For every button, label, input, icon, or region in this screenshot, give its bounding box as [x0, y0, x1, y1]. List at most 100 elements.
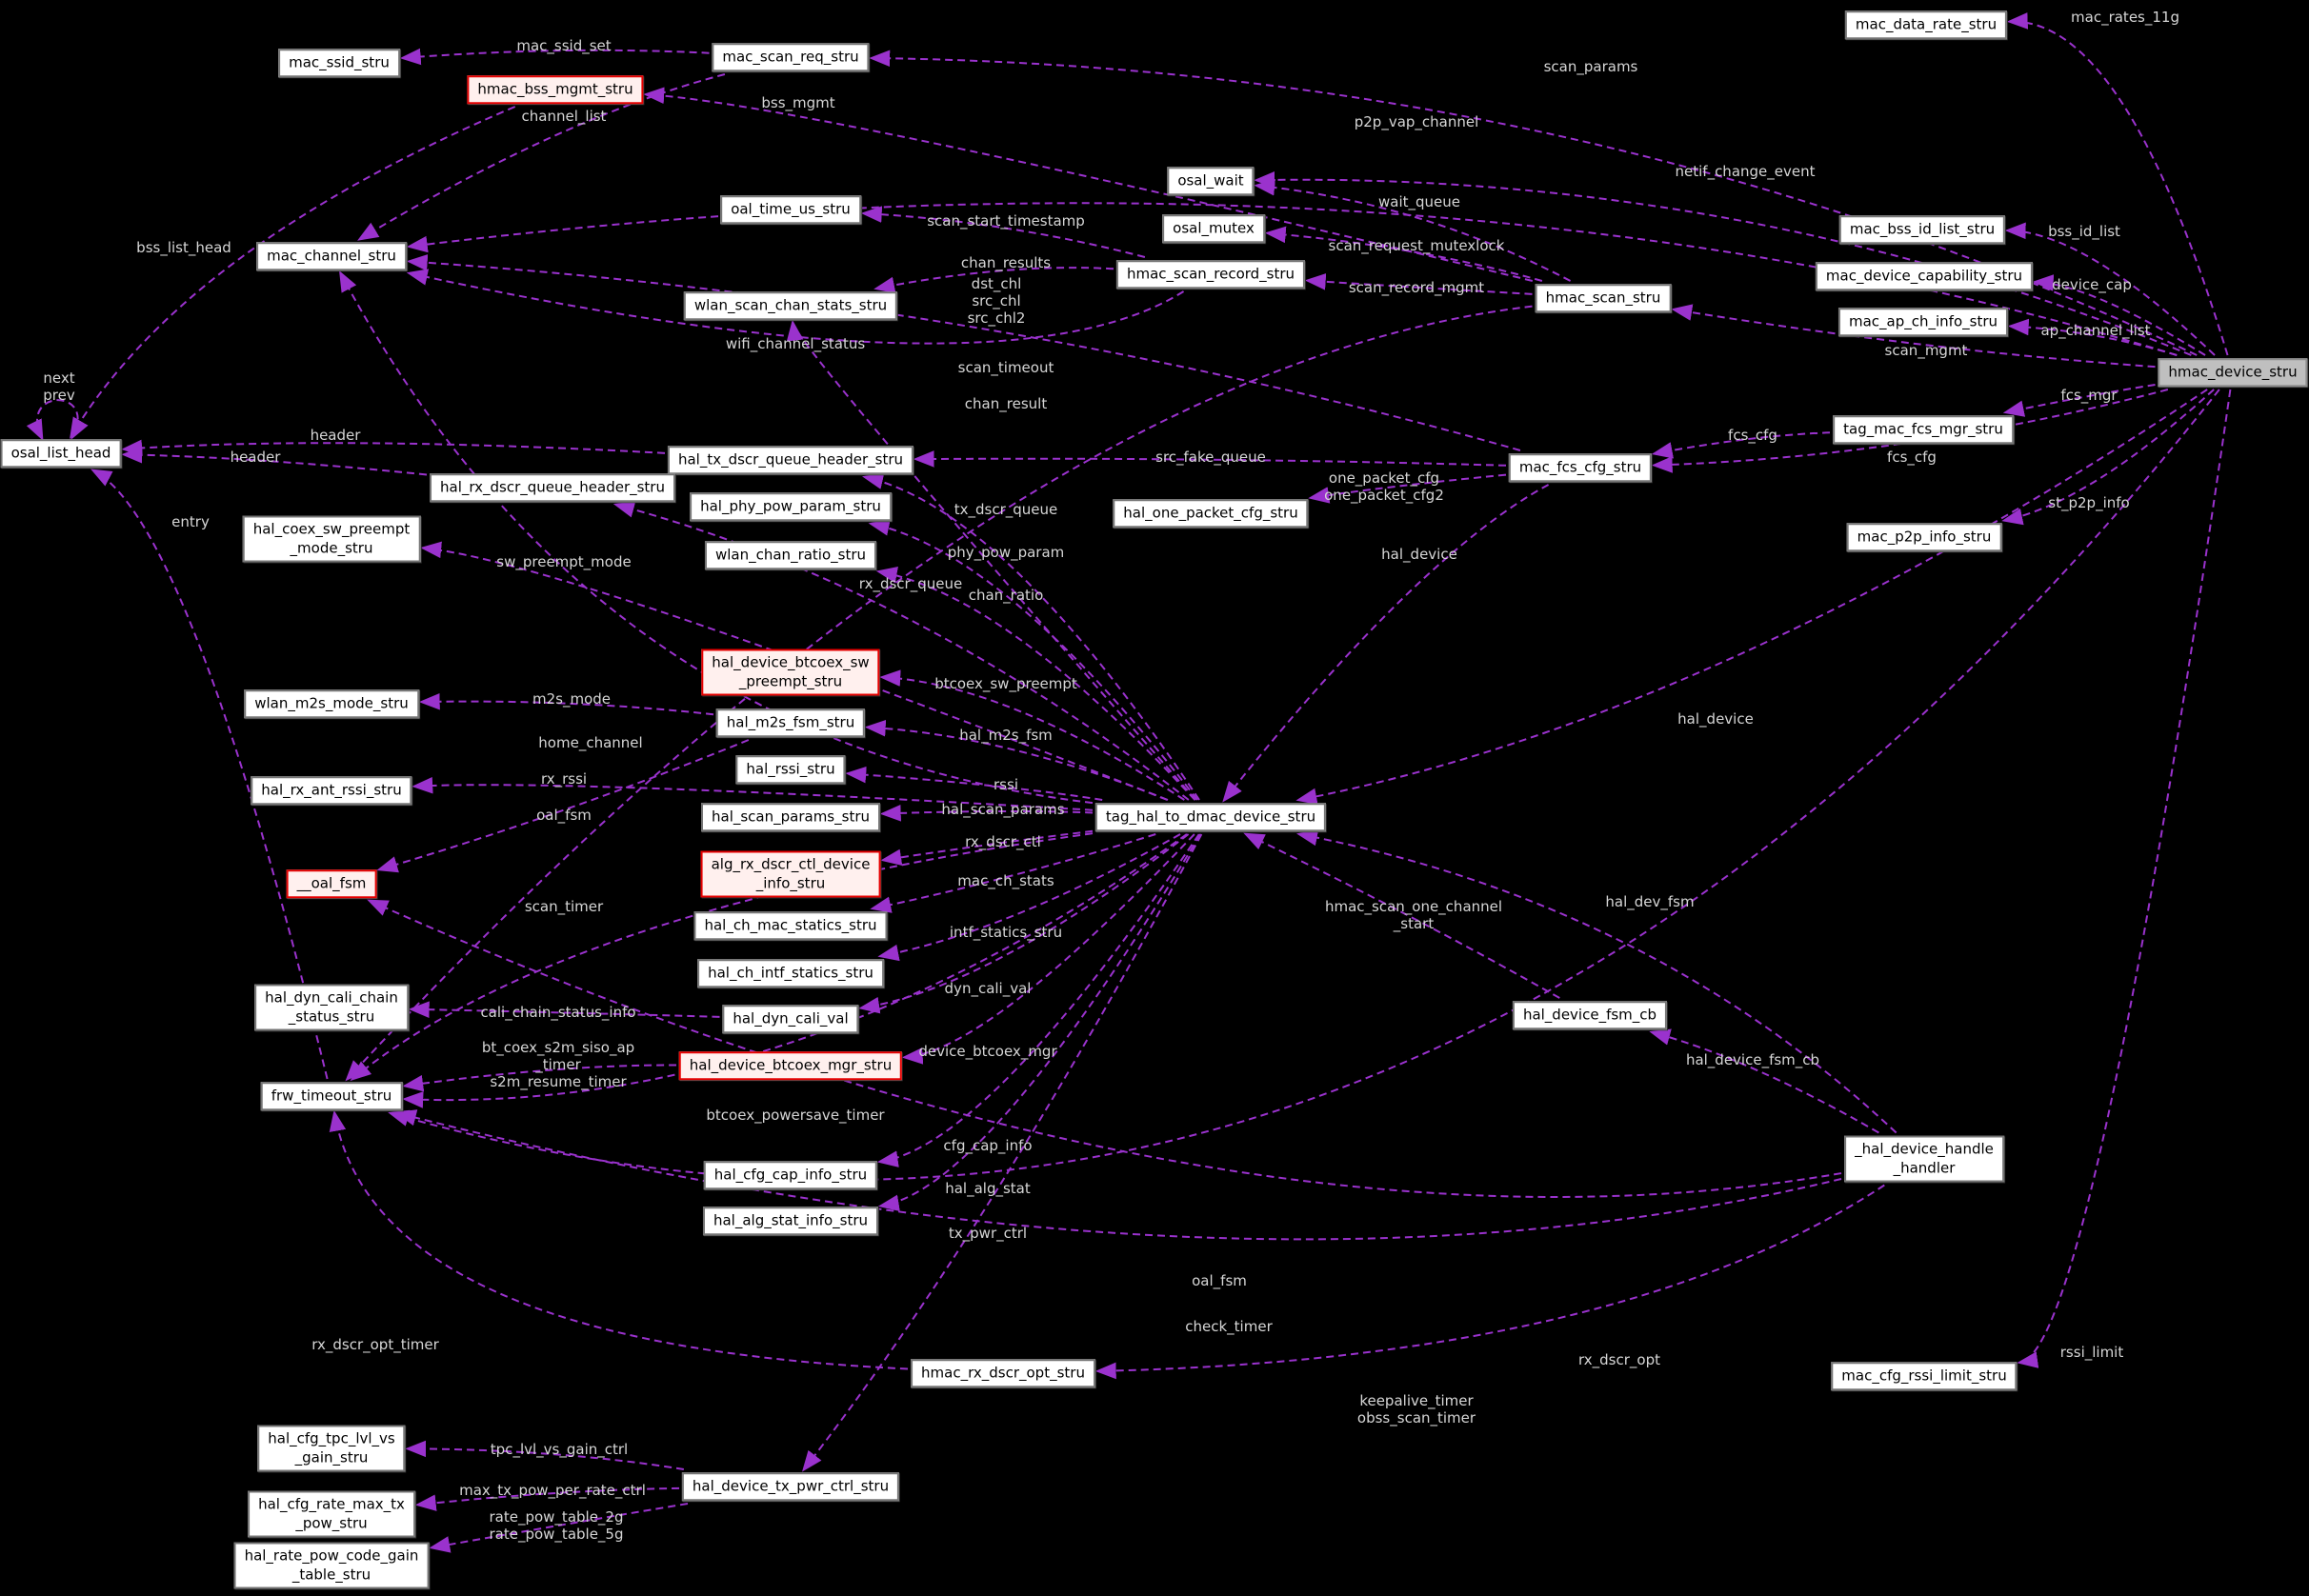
- node-__oal_fsm[interactable]: __oal_fsm: [286, 869, 377, 898]
- edge-label-hal_device_fsm_cb: hal_device_fsm_cb: [1685, 1051, 1820, 1068]
- node-mac_device_capability_stru[interactable]: mac_device_capability_stru: [1815, 262, 2034, 290]
- node-mac_p2p_info_stru[interactable]: mac_p2p_info_stru: [1846, 523, 2002, 551]
- edge-label-next-prev: next prev: [43, 369, 75, 404]
- edge-hmac_device_stru-to-mac_bss_id_list_stru: [2004, 222, 2216, 356]
- edge-label-tx_dscr_queue: tx_dscr_queue: [954, 501, 1058, 518]
- edge-label-hal_device: hal_device: [1381, 546, 1457, 563]
- node-hal_dyn_cali_chain_status_stru[interactable]: hal_dyn_cali_chain _status_stru: [254, 984, 409, 1031]
- edge-hmac_device_stru-to-tag_hal_to_dmac_device_stru: [1295, 389, 2208, 806]
- edge-hmac_scan_record_stru-to-oal_time_us_stru: [860, 206, 1146, 258]
- edge-label-ap_channel_list: ap_channel_list: [2040, 322, 2151, 339]
- node-hal_coex_sw_preempt_mode_stru[interactable]: hal_coex_sw_preempt _mode_stru: [242, 515, 421, 563]
- edge-label-bss_list_head: bss_list_head: [136, 239, 231, 256]
- node-hal_scan_params_stru[interactable]: hal_scan_params_stru: [701, 803, 880, 831]
- edge-label-cali_chain_status_info: cali_chain_status_info: [480, 1004, 636, 1021]
- node-tag_mac_fcs_mgr_stru[interactable]: tag_mac_fcs_mgr_stru: [1833, 415, 2014, 444]
- node-mac_channel_stru[interactable]: mac_channel_stru: [256, 242, 407, 270]
- edge-label-dst_chl-src_chl-src_chl2: dst_chl src_chl src_chl2: [967, 275, 1026, 327]
- edge-label-st_p2p_info: st_p2p_info: [2048, 494, 2130, 511]
- node-hmac_rx_dscr_opt_stru[interactable]: hmac_rx_dscr_opt_stru: [911, 1359, 1095, 1387]
- node-hmac_device_stru[interactable]: hmac_device_stru: [2158, 358, 2308, 387]
- edge-label-mac_rates_11g: mac_rates_11g: [2071, 9, 2179, 26]
- node-mac_ssid_stru[interactable]: mac_ssid_stru: [278, 49, 400, 77]
- node-hal_device_btcoex_sw_preempt_stru[interactable]: hal_device_btcoex_sw _preempt_stru: [701, 648, 880, 696]
- edge-_hal_device_handle_handler-to-__oal_fsm: [367, 899, 1842, 1198]
- edge-hmac_device_stru-to-osal_wait: [1254, 171, 2192, 356]
- edge-label-chan_results: chan_results: [960, 254, 1052, 271]
- node-hal_device_fsm_cb[interactable]: hal_device_fsm_cb: [1512, 1001, 1668, 1029]
- edge-hmac_device_stru-to-mac_ap_ch_info_stru: [2007, 318, 2178, 356]
- edge-label-device_btcoex_mgr: device_btcoex_mgr: [918, 1043, 1057, 1060]
- edge-mac_scan_req_stru-to-mac_ssid_stru: [399, 48, 710, 66]
- node-hal_cfg_rate_max_tx_pow_stru[interactable]: hal_cfg_rate_max_tx _pow_stru: [248, 1490, 415, 1538]
- edge-tag_hal_to_dmac_device_stru-to-hal_dyn_cali_val: [858, 833, 1190, 1014]
- edge-hmac_scan_stru-to-hmac_scan_record_stru: [1304, 273, 1533, 295]
- edge-label-rx_dscr_ctl: rx_dscr_ctl: [965, 833, 1041, 850]
- node-mac_bss_id_list_stru[interactable]: mac_bss_id_list_stru: [1838, 215, 2006, 244]
- node-osal_mutex[interactable]: osal_mutex: [1162, 214, 1265, 243]
- edge-label-one_packet_cfg-one_packet_cfg2: one_packet_cfg one_packet_cfg2: [1324, 469, 1444, 504]
- edge-label-wait_queue: wait_queue: [1377, 193, 1461, 210]
- edge-label-mac_ch_stats: mac_ch_stats: [957, 872, 1054, 889]
- edge-label-btcoex_powersave_timer: btcoex_powersave_timer: [706, 1107, 885, 1124]
- node-_hal_device_handle_handler[interactable]: _hal_device_handle _handler: [1844, 1135, 2004, 1183]
- node-osal_list_head[interactable]: osal_list_head: [0, 439, 122, 468]
- edge-mac_fcs_cfg_stru-to-hal_one_packet_cfg_stru: [1308, 473, 1507, 504]
- edge-tag_hal_to_dmac_device_stru-to-hal_rx_ant_rssi_stru: [412, 776, 1094, 811]
- node-mac_cfg_rssi_limit_stru[interactable]: mac_cfg_rssi_limit_stru: [1831, 1362, 2018, 1390]
- edge-hmac_scan_stru-to-hmac_bss_mgmt_stru: [643, 87, 1534, 282]
- node-wlan_scan_chan_stats_stru[interactable]: wlan_scan_chan_stats_stru: [683, 291, 898, 320]
- edge-hal_dyn_cali_val-to-hal_dyn_cali_chain_status_stru: [408, 1001, 720, 1018]
- edge-label-scan_request_mutexlock: scan_request_mutexlock: [1328, 237, 1505, 254]
- node-hal_cfg_cap_info_stru[interactable]: hal_cfg_cap_info_stru: [703, 1161, 878, 1189]
- edge-label-rx_dscr_opt: rx_dscr_opt: [1578, 1351, 1660, 1368]
- node-hmac_scan_stru[interactable]: hmac_scan_stru: [1535, 284, 1672, 312]
- node-hal_one_packet_cfg_stru[interactable]: hal_one_packet_cfg_stru: [1113, 499, 1309, 528]
- edge-label-home_channel: home_channel: [538, 734, 643, 751]
- edge-label-hal_scan_params: hal_scan_params: [941, 801, 1065, 818]
- node-mac_scan_req_stru[interactable]: mac_scan_req_stru: [712, 43, 870, 71]
- edge-label-check_timer: check_timer: [1185, 1318, 1273, 1335]
- node-hal_device_tx_pwr_ctrl_stru[interactable]: hal_device_tx_pwr_ctrl_stru: [681, 1472, 900, 1501]
- edge-hal_device_tx_pwr_ctrl_stru-to-hal_cfg_tpc_lvl_vs_gain_stru: [405, 1440, 685, 1470]
- node-hmac_scan_record_stru[interactable]: hmac_scan_record_stru: [1115, 260, 1306, 289]
- node-hal_m2s_fsm_stru[interactable]: hal_m2s_fsm_stru: [715, 708, 866, 737]
- edge-tag_hal_to_dmac_device_stru-to-wlan_chan_ratio_stru: [875, 567, 1196, 801]
- node-hal_rate_pow_code_gain_table_stru[interactable]: hal_rate_pow_code_gain _table_stru: [233, 1542, 430, 1589]
- node-alg_rx_dscr_ctl_device_info_stru[interactable]: alg_rx_dscr_ctl_device _info_stru: [700, 850, 881, 898]
- node-mac_ap_ch_info_stru[interactable]: mac_ap_ch_info_stru: [1837, 308, 2009, 336]
- node-hal_ch_mac_statics_stru[interactable]: hal_ch_mac_statics_stru: [693, 911, 888, 940]
- node-wlan_m2s_mode_stru[interactable]: wlan_m2s_mode_stru: [244, 689, 419, 718]
- node-mac_fcs_cfg_stru[interactable]: mac_fcs_cfg_stru: [1508, 453, 1653, 482]
- node-osal_wait[interactable]: osal_wait: [1167, 167, 1255, 195]
- node-hal_rx_ant_rssi_stru[interactable]: hal_rx_ant_rssi_stru: [251, 776, 412, 805]
- edge-hal_device_tx_pwr_ctrl_stru-to-hal_cfg_rate_max_tx_pow_stru: [414, 1486, 680, 1511]
- node-frw_timeout_stru[interactable]: frw_timeout_stru: [260, 1082, 403, 1110]
- node-mac_data_rate_stru[interactable]: mac_data_rate_stru: [1844, 10, 2008, 39]
- edge-hal_device_btcoex_mgr_stru-to-frw_timeout_stru: [402, 1064, 677, 1092]
- edge-label-header: header: [310, 427, 361, 444]
- edge-label-scan_mgmt: scan_mgmt: [1884, 342, 1968, 359]
- edge-hmac_scan_record_stru-to-mac_channel_stru: [406, 269, 1185, 345]
- edge-label-fcs_cfg: fcs_cfg: [1887, 449, 1937, 466]
- node-tag_hal_to_dmac_device_stru[interactable]: tag_hal_to_dmac_device_stru: [1094, 803, 1327, 831]
- node-hal_device_btcoex_mgr_stru[interactable]: hal_device_btcoex_mgr_stru: [678, 1051, 903, 1080]
- node-hmac_bss_mgmt_stru[interactable]: hmac_bss_mgmt_stru: [467, 75, 644, 104]
- node-wlan_chan_ratio_stru[interactable]: wlan_chan_ratio_stru: [704, 541, 877, 569]
- node-hal_tx_dscr_queue_header_stru[interactable]: hal_tx_dscr_queue_header_stru: [667, 446, 914, 474]
- edge-label-src_fake_queue: src_fake_queue: [1155, 449, 1266, 466]
- node-hal_ch_intf_statics_stru[interactable]: hal_ch_intf_statics_stru: [697, 959, 884, 988]
- node-hal_alg_stat_info_stru[interactable]: hal_alg_stat_info_stru: [702, 1207, 879, 1235]
- edge-tag_mac_fcs_mgr_stru-to-mac_fcs_cfg_stru: [1651, 431, 1831, 459]
- node-oal_time_us_stru[interactable]: oal_time_us_stru: [720, 195, 861, 224]
- edge-hmac_device_stru-to-mac_channel_stru: [406, 202, 2178, 356]
- node-hal_phy_pow_param_stru[interactable]: hal_phy_pow_param_stru: [690, 492, 892, 521]
- node-hal_rssi_stru[interactable]: hal_rssi_stru: [735, 755, 846, 784]
- node-hal_dyn_cali_val[interactable]: hal_dyn_cali_val: [722, 1005, 859, 1033]
- edge-hal_device_tx_pwr_ctrl_stru-to-hal_rate_pow_code_gain_table_stru: [429, 1503, 689, 1553]
- node-hal_rx_dscr_queue_header_stru[interactable]: hal_rx_dscr_queue_header_stru: [430, 473, 675, 502]
- edge-label-fcs_mgr: fcs_mgr: [2060, 387, 2118, 404]
- node-hal_cfg_tpc_lvl_vs_gain_stru[interactable]: hal_cfg_tpc_lvl_vs _gain_stru: [257, 1425, 406, 1472]
- edge-hmac_device_stru-to-mac_cfg_rssi_limit_stru: [2017, 389, 2232, 1368]
